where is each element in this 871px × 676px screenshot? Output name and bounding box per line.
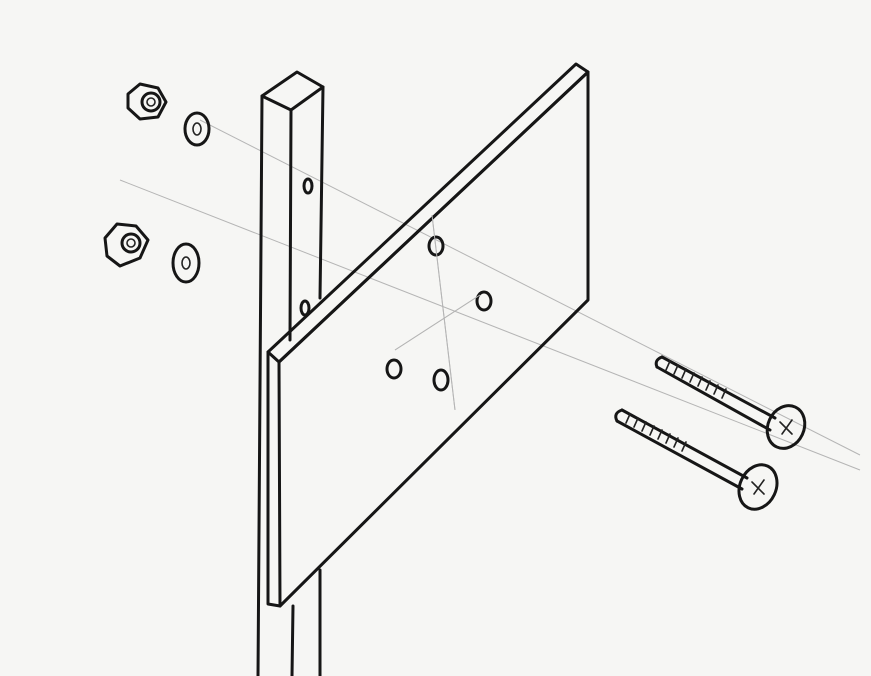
plate-hole	[427, 235, 445, 257]
nut	[103, 222, 150, 268]
carriage-bolt	[614, 408, 779, 511]
carriage-bolt	[654, 355, 807, 450]
plate-hole	[432, 368, 450, 392]
plate	[266, 62, 590, 608]
plate-hole	[385, 358, 403, 380]
post	[256, 70, 325, 676]
post-hole	[302, 177, 314, 195]
washer	[183, 111, 211, 147]
washer	[171, 242, 201, 284]
plate-hole	[475, 290, 493, 312]
nut	[126, 82, 168, 121]
post-hole	[299, 299, 311, 317]
